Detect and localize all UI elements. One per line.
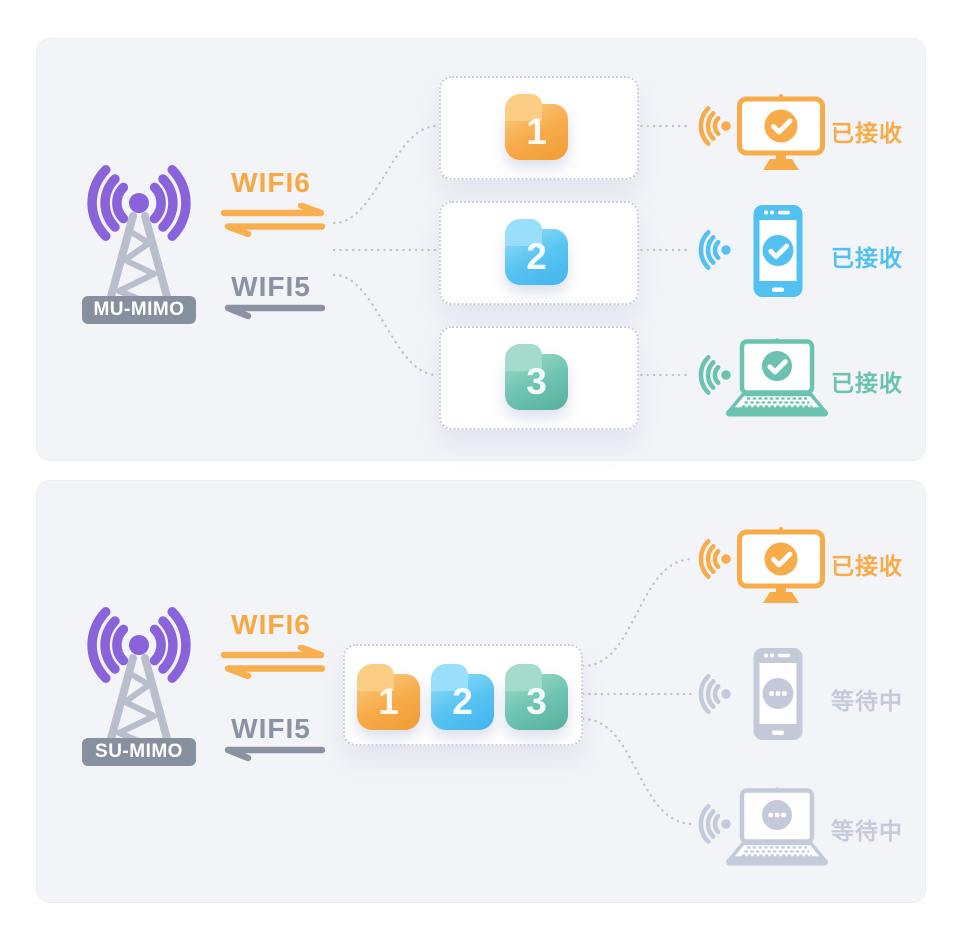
wifi6-arrows-icon (221, 645, 325, 679)
status-label: 已接收 (831, 120, 903, 146)
packet-box-3: 3 (439, 326, 639, 430)
ellipsis-waiting-icon (768, 812, 786, 818)
base-station-group: MU-MIMO (64, 139, 214, 329)
wifi-signal-icon (698, 539, 731, 579)
wifi6-arrows-icon (221, 203, 325, 237)
packet-number: 3 (526, 361, 547, 402)
check-icon (767, 359, 788, 375)
mode-badge: MU-MIMO (82, 296, 196, 324)
check-icon (771, 118, 793, 135)
wifi5-label: WIFI5 (231, 713, 311, 744)
laptop-icon (726, 338, 828, 417)
antenna-tower-icon (87, 165, 191, 319)
su-mimo-panel: SU-MIMO WIFI6 WIFI5 1 2 3 (36, 480, 926, 903)
packet-box-combined: 1 2 3 (343, 644, 583, 746)
wifi-signal-icon (698, 674, 731, 714)
status-label: 等待中 (831, 818, 903, 844)
laptop-icon (726, 787, 828, 866)
packet-2-icon: 2 (505, 219, 573, 285)
packet-box-2: 2 (439, 201, 639, 305)
wifi6-label: WIFI6 (231, 609, 311, 640)
base-station-group: SU-MIMO (64, 581, 214, 771)
phone-icon (753, 205, 803, 297)
packet-1-icon: 1 (505, 94, 573, 160)
status-label: 已接收 (831, 245, 903, 271)
ellipsis-waiting-icon (769, 691, 787, 696)
packet-1-icon: 1 (357, 664, 425, 730)
packet-number: 2 (526, 236, 547, 277)
status-label: 已接收 (831, 370, 903, 396)
mu-mimo-panel: MU-MIMO WIFI6 WIFI5 1 2 (36, 38, 926, 461)
packet-number: 1 (526, 111, 547, 152)
packet-box-1: 1 (439, 76, 639, 180)
packet-number: 3 (526, 681, 547, 722)
wifi-signal-icon (698, 355, 731, 395)
wifi5-arrow-icon (224, 746, 325, 762)
packet-2-icon: 2 (431, 664, 499, 730)
check-icon (768, 243, 790, 259)
wifi-signal-icon (698, 230, 731, 270)
wifi6-label: WIFI6 (231, 167, 311, 198)
status-label: 已接收 (831, 553, 903, 579)
packet-number: 2 (452, 681, 473, 722)
status-label: 等待中 (831, 688, 903, 714)
packet-3-icon: 3 (505, 344, 573, 410)
desktop-icon (737, 527, 825, 603)
mode-badge: SU-MIMO (82, 738, 196, 766)
packet-number: 1 (378, 681, 399, 722)
wifi-signal-icon (698, 804, 731, 844)
desktop-icon (737, 94, 825, 170)
wifi-signal-icon (698, 106, 731, 146)
phone-icon (753, 648, 803, 740)
wifi5-arrow-icon (224, 304, 325, 320)
wifi5-label: WIFI5 (231, 271, 311, 302)
packet-3-icon: 3 (505, 664, 573, 730)
check-icon (771, 551, 793, 568)
